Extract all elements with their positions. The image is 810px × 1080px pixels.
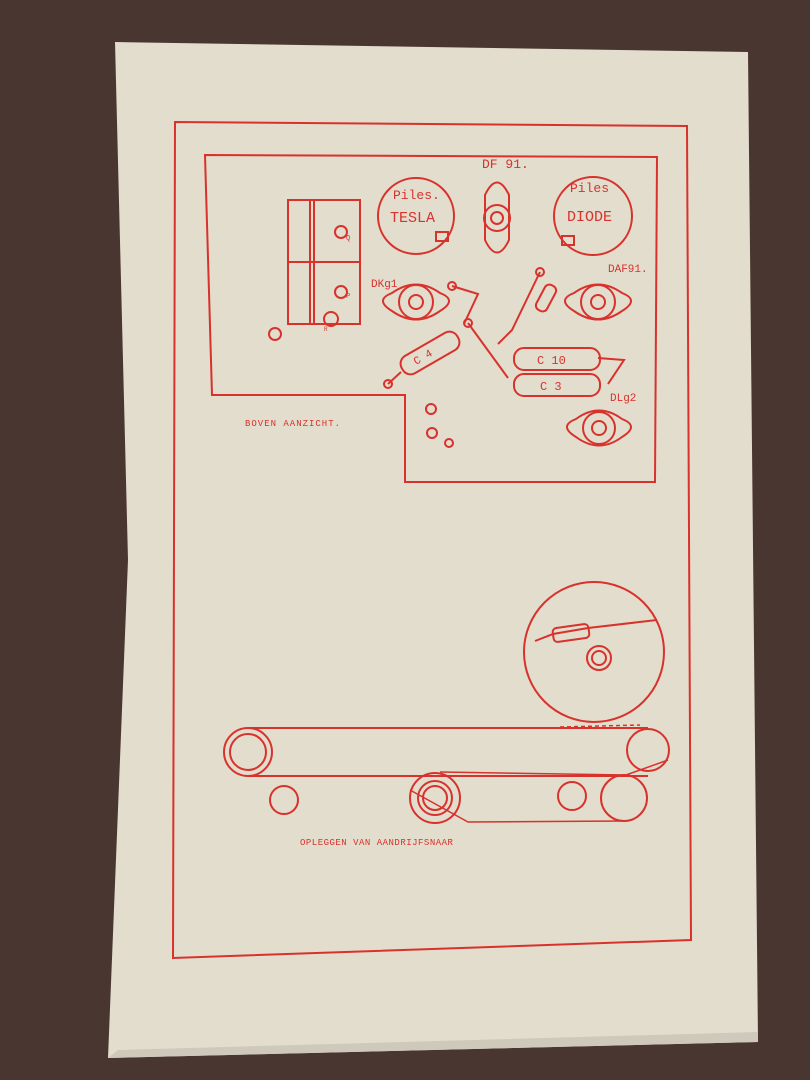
battery-tesla-contact <box>435 231 449 242</box>
idler-left <box>269 785 299 815</box>
capacitor-c4 <box>399 330 461 376</box>
pulley-right <box>626 728 670 772</box>
drive-pulley <box>409 772 461 824</box>
tube-socket-df91 <box>483 181 511 254</box>
label-mark-p: P <box>346 293 350 301</box>
drive-belt-assembly <box>223 724 670 824</box>
label-tube-dk91: DKg1 <box>371 279 398 291</box>
terminal-p <box>334 285 348 299</box>
pulley-left <box>223 727 273 777</box>
label-battery-diode-line1: Piles <box>570 181 609 196</box>
wiring <box>383 267 626 389</box>
mounting-hole <box>268 327 282 341</box>
idler-right <box>557 781 587 811</box>
label-battery-tesla-line2: TESLA <box>390 210 435 227</box>
label-battery-tesla-line1: Piles. <box>393 188 440 203</box>
label-belt-caption: OPLEGGEN VAN AANDRIJFSNAAR <box>300 838 454 848</box>
label-tube-df91: DF 91. <box>482 157 529 172</box>
spindle-inner <box>591 650 607 666</box>
tube-socket-dk91 <box>382 283 450 321</box>
hole-b <box>426 427 438 439</box>
hole-a <box>425 403 437 415</box>
tube-socket-dl92 <box>566 409 632 447</box>
resistor <box>534 283 558 313</box>
label-tube-daf91: DAF91. <box>608 264 648 276</box>
capacitor-c3 <box>513 373 601 397</box>
battery-diode <box>553 176 633 256</box>
label-cap-c10: C 10 <box>537 354 566 368</box>
chassis-outline <box>203 153 659 483</box>
spindle-outer <box>586 645 612 671</box>
battery-diode-contact <box>561 235 575 246</box>
battery-tesla <box>377 177 455 255</box>
label-battery-diode-line2: DIODE <box>567 209 612 226</box>
tube-socket-daf91 <box>564 283 632 321</box>
label-tube-dl92: DLg2 <box>610 393 636 405</box>
label-top-view: BOVEN AANZICHT. <box>245 419 341 429</box>
paper-edge-shadow <box>108 1032 758 1058</box>
label-mark-r: R <box>324 326 328 333</box>
hole-c <box>444 438 454 448</box>
terminal-q <box>334 225 348 239</box>
turntable-disc <box>523 581 665 723</box>
capacitor-c10 <box>513 347 601 371</box>
label-cap-c3: C 3 <box>540 380 562 394</box>
outer-frame <box>171 120 693 960</box>
tension-spring <box>534 619 658 643</box>
switch-block <box>287 199 361 327</box>
terminal-r <box>323 311 339 327</box>
label-mark-q: Q <box>346 235 350 243</box>
